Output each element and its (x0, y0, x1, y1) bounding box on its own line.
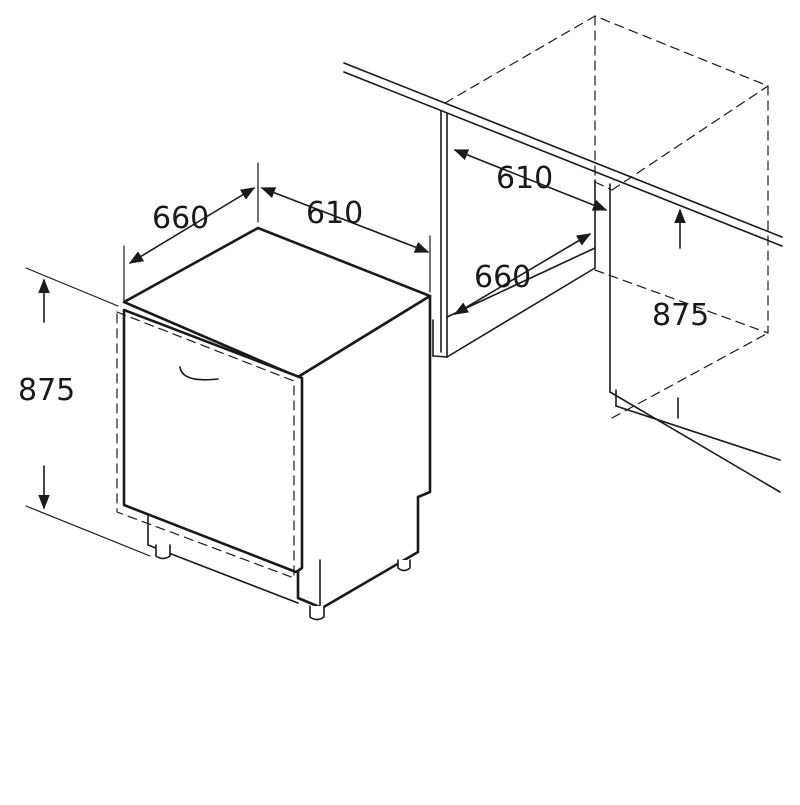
niche-depth-dimension: 660 (453, 233, 592, 315)
appliance-height-dimension: 875 (18, 278, 75, 510)
appliance-feet (155, 544, 411, 621)
appliance-depth-dimension: 660 (128, 187, 256, 264)
countertop-edge (343, 62, 783, 247)
dishwasher: 660 610 875 (18, 162, 432, 621)
foot-rear-right (397, 559, 411, 572)
left-cabinet-panel (432, 110, 596, 358)
niche-depth-arrow (453, 233, 592, 315)
appliance-reference-lines (25, 162, 431, 557)
niche-height-label: 875 (652, 298, 709, 333)
niche: 610 660 875 (343, 15, 783, 493)
appliance-door (122, 308, 304, 574)
right-cabinet-panel (594, 179, 781, 493)
door-handle (179, 366, 219, 381)
niche-depth-label: 660 (474, 260, 531, 295)
niche-height-dimension: 875 (652, 208, 709, 333)
foot-front-left (155, 544, 171, 560)
niche-width-arrow (453, 149, 608, 211)
door-panel-dashed-outline (116, 311, 295, 579)
niche-dashed-outline (444, 15, 769, 419)
appliance-width-label: 610 (306, 196, 363, 231)
appliance-width-dimension: 610 (260, 187, 430, 253)
appliance-side (296, 294, 432, 610)
appliance-depth-label: 660 (152, 201, 209, 236)
niche-width-label: 610 (496, 161, 553, 196)
appliance-width-arrow (260, 187, 430, 253)
foot-front-right (309, 605, 325, 621)
appliance-height-label: 875 (18, 373, 75, 408)
appliance-depth-arrow (128, 187, 256, 264)
niche-width-dimension: 610 (453, 149, 608, 211)
